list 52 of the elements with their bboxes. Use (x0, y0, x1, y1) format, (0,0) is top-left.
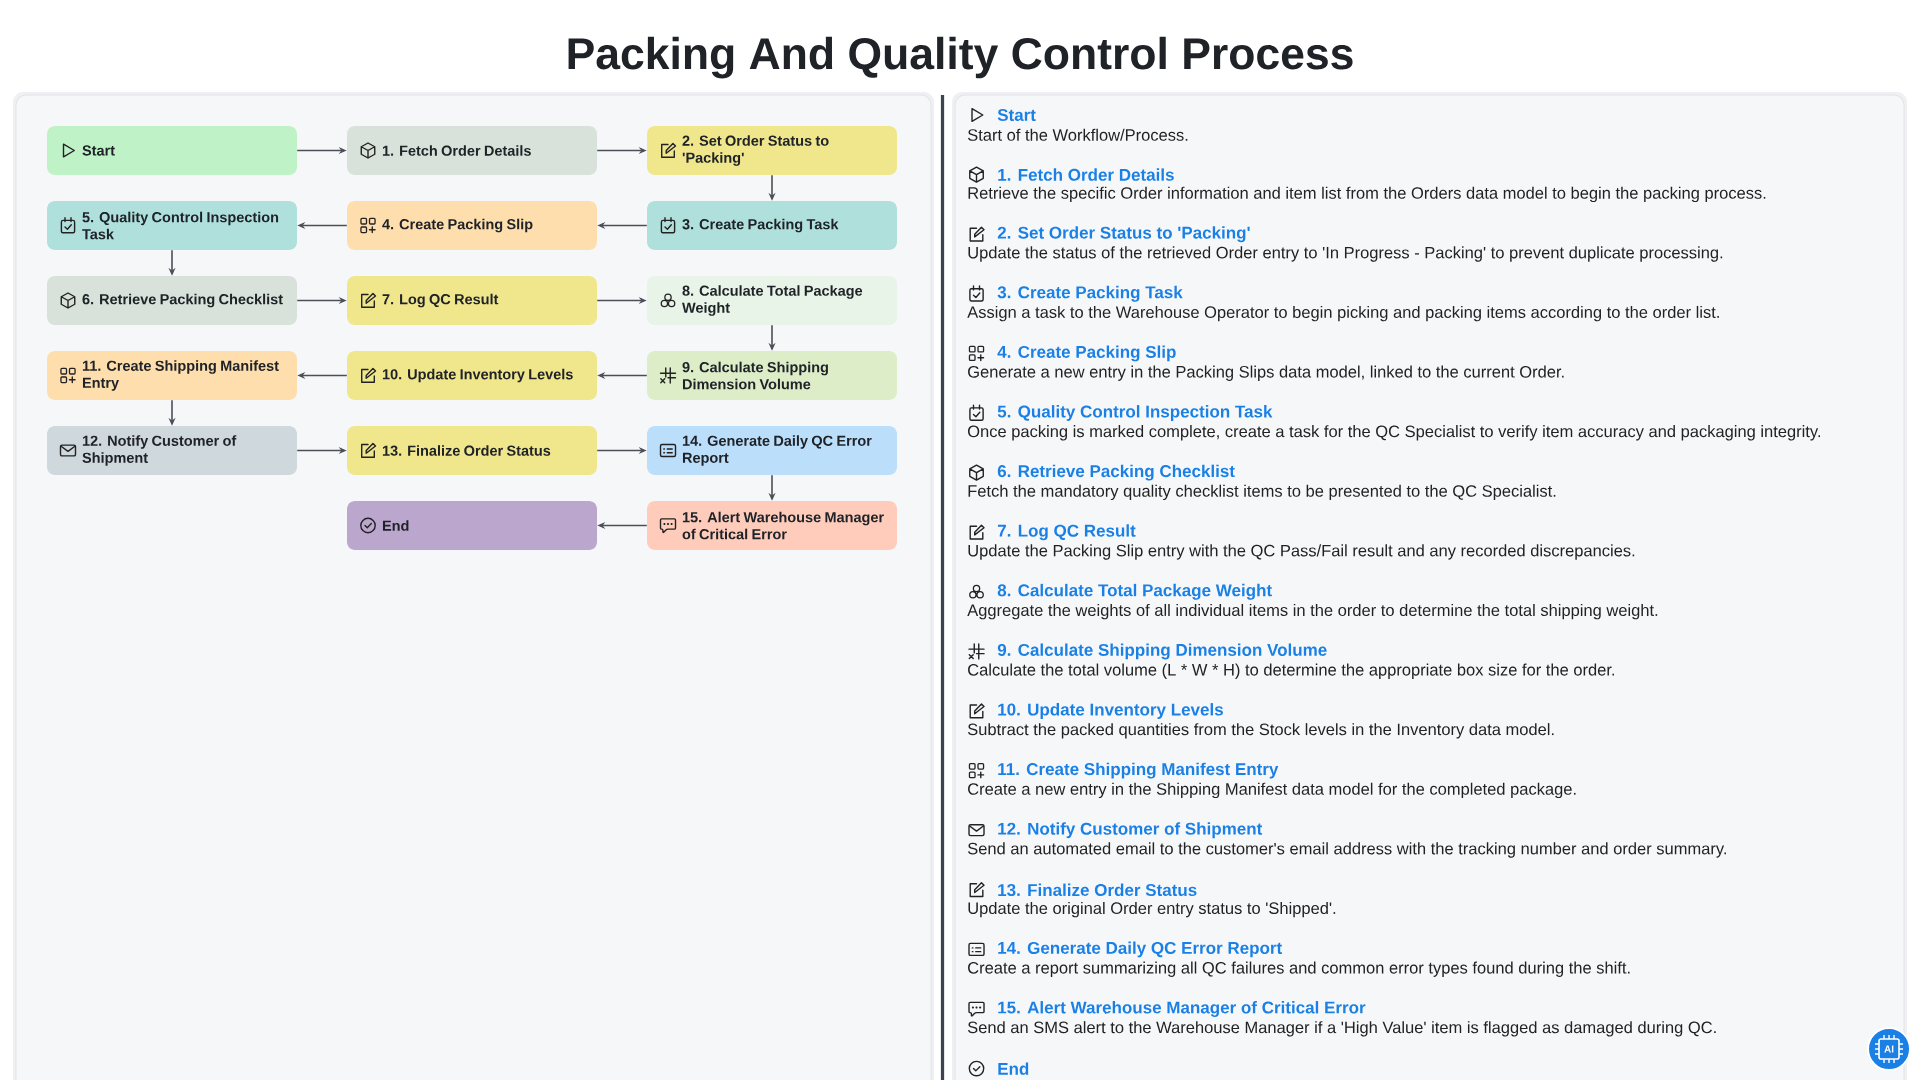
step-heading: 3. Create Packing Task (997, 285, 1183, 302)
step-box: 1. Fetch Order Details (347, 126, 597, 175)
step-heading: 10. Update Inventory Levels (998, 703, 1223, 719)
step-heading: 12. Notify Customer of Shipment (998, 822, 1263, 839)
step-box: 4. Create Packing Slip (347, 201, 597, 250)
step-heading: 7. Log QC Result (997, 524, 1136, 541)
step-description: Create a report summarizing all QC failures and common error types found during the shift. (968, 961, 1630, 977)
step-description: Aggregate the weights of all individual items in the order to determine the total shipping weight. (967, 603, 1658, 620)
terminal-box: End (347, 501, 597, 550)
step-heading: 4. Create Packing Slip (997, 345, 1176, 362)
step-heading: 15. Alert Warehouse Manager of Critical Error (998, 1001, 1366, 1017)
step-box: 8. Calculate Total Package Weight (647, 276, 897, 325)
step-description: Assign a task to the Warehouse Operator to begin picking and packing items according to the order list. (967, 305, 1719, 322)
step-heading: 11. Create Shipping Manifest Entry (998, 762, 1279, 779)
step-description: Update the Packing Slip entry with the QC Pass/Fail result and any recorded discrepancies. (968, 544, 1635, 560)
step-description: Generate a new entry in the Packing Slips data model, linked to the current Order. (968, 365, 1564, 381)
step-box: 13. Finalize Order Status (347, 426, 597, 475)
step-box: 9. Calculate Shipping Dimension Volume (647, 351, 897, 400)
step-box: 6. Retrieve Packing Checklist (47, 276, 297, 325)
step-box: 7. Log QC Result (347, 276, 597, 325)
step-description: Create a new entry in the Shipping Manifest data model for the completed package. (968, 782, 1576, 799)
step-description: Subtract the packed quantities from the Stock levels in the Inventory data model. (967, 723, 1554, 739)
step-heading: 2. Set Order Status to 'Packing' (997, 226, 1250, 243)
ai-button: AI (1867, 1027, 1911, 1071)
title: Packing And Quality Control Process (568, 36, 1353, 79)
terminal-box: Start (47, 126, 297, 175)
step-box: 14. Generate Daily QC Error Report (647, 426, 897, 475)
step-box: 5. Quality Control Inspection Task (47, 201, 297, 250)
step-box: 2. Set Order Status to 'Packing' (647, 126, 897, 175)
step-heading: 13. Finalize Order Status (998, 883, 1197, 897)
step-description: Calculate the total volume (L * W * H) to determine the appropriate box size for the order. (968, 663, 1614, 679)
step-box: 10. Update Inventory Levels (347, 351, 597, 400)
step-description: Send an SMS alert to the Warehouse Manager if a 'High Value' item is flagged as damaged during QC. (967, 1021, 1716, 1037)
step-description: Fetch the mandatory quality checklist items to be presented to the QC Specialist. (968, 484, 1556, 501)
step-heading: End (998, 1062, 1029, 1075)
step-heading: 14. Generate Daily QC Error Report (998, 941, 1282, 958)
step-heading: 5. Quality Control Inspection Task (997, 405, 1273, 421)
step-description: Retrieve the specific Order information and item list from the Orders data model to begin the packing process. (968, 186, 1766, 203)
step-heading: 9. Calculate Shipping Dimension Volume (997, 643, 1327, 660)
step-description: Update the status of the retrieved Order entry to 'In Progress - Packing' to prevent duplicate processing. (968, 246, 1723, 262)
step-heading: 6. Retrieve Packing Checklist (997, 464, 1235, 481)
step-description: Start of the Workflow/Process. (967, 128, 1188, 141)
step-heading: 1. Fetch Order Details (998, 168, 1174, 181)
step-heading: 8. Calculate Total Package Weight (997, 583, 1272, 600)
step-heading: Start (997, 109, 1036, 122)
step-description: Update the original Order entry status to 'Shipped'. (968, 901, 1336, 918)
step-description: Send an automated email to the customer's email address with the tracking number and order summary. (967, 842, 1726, 858)
step-box: 3. Create Packing Task (647, 201, 897, 250)
step-box: 12. Notify Customer of Shipment (47, 426, 297, 475)
step-box: 11. Create Shipping Manifest Entry (47, 351, 297, 400)
step-box: 15. Alert Warehouse Manager of Critical Error (647, 501, 897, 550)
step-description: Once packing is marked complete, create a task for the QC Specialist to verify item accuracy and packaging integrity. (968, 425, 1820, 441)
